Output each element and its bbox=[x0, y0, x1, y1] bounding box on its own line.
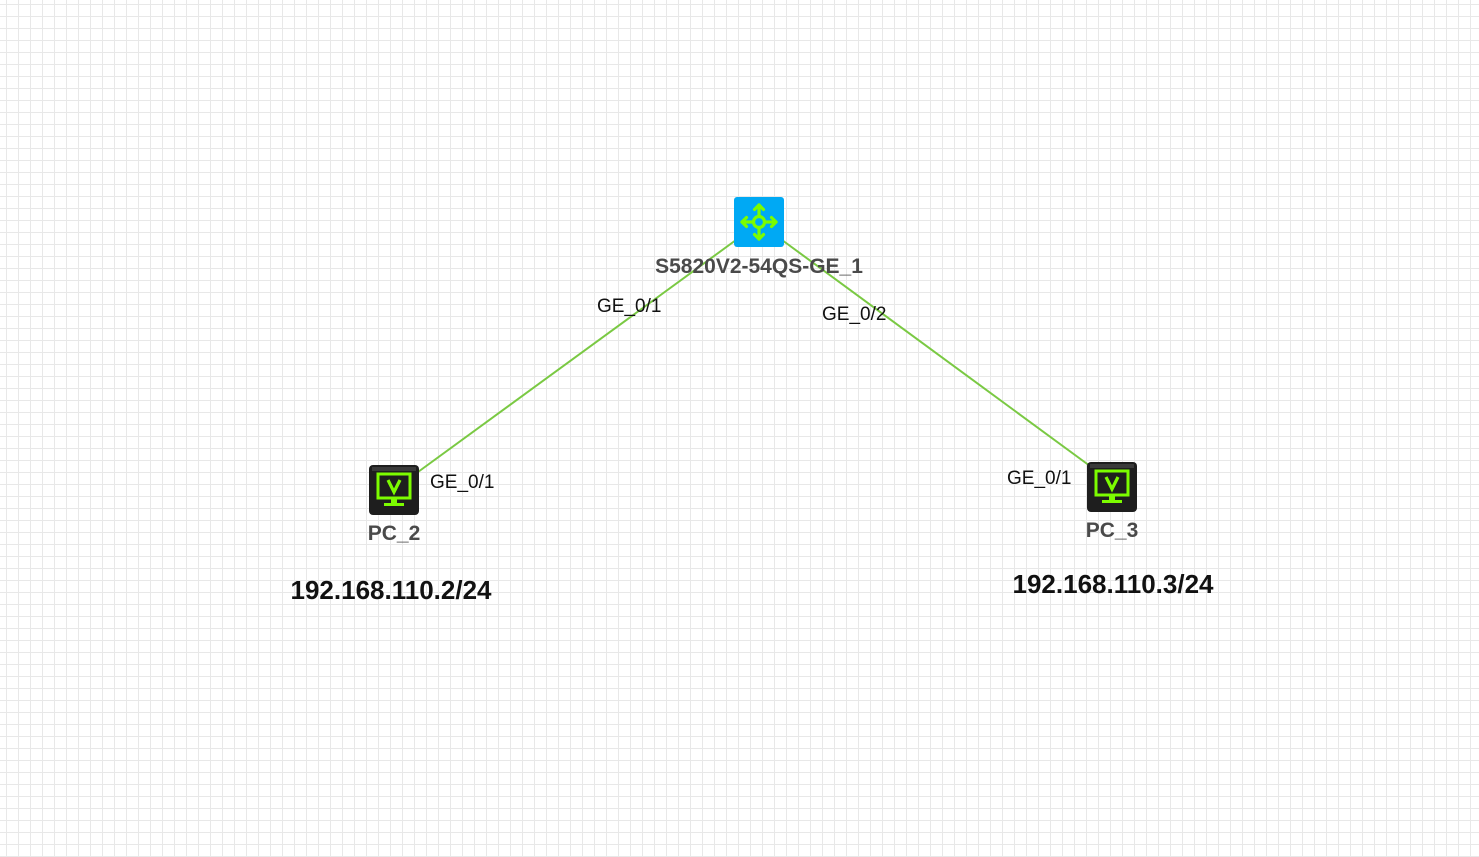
switch-node[interactable] bbox=[734, 197, 784, 247]
pc2-name: PC_2 bbox=[367, 522, 421, 545]
link-switch-pc2[interactable] bbox=[417, 239, 737, 473]
pc-icon bbox=[1087, 462, 1137, 512]
port-label-switch-ge01: GE_0/1 bbox=[597, 296, 662, 317]
switch-icon bbox=[734, 197, 784, 247]
port-label-switch-ge02: GE_0/2 bbox=[822, 304, 887, 325]
port-label-pc2-ge01: GE_0/1 bbox=[430, 472, 495, 493]
port-label-pc3-ge01: GE_0/1 bbox=[1007, 468, 1072, 489]
pc3-ip-label: 192.168.110.3/24 bbox=[1012, 569, 1214, 599]
switch-name: S5820V2-54QS-GE_1 bbox=[655, 255, 863, 278]
link-switch-pc3[interactable] bbox=[781, 239, 1091, 467]
pc2-node[interactable] bbox=[369, 465, 419, 515]
pc2-ip-label: 192.168.110.2/24 bbox=[290, 575, 492, 605]
pc3-node[interactable] bbox=[1087, 462, 1137, 512]
pc-icon bbox=[369, 465, 419, 515]
pc3-name: PC_3 bbox=[1085, 519, 1139, 542]
